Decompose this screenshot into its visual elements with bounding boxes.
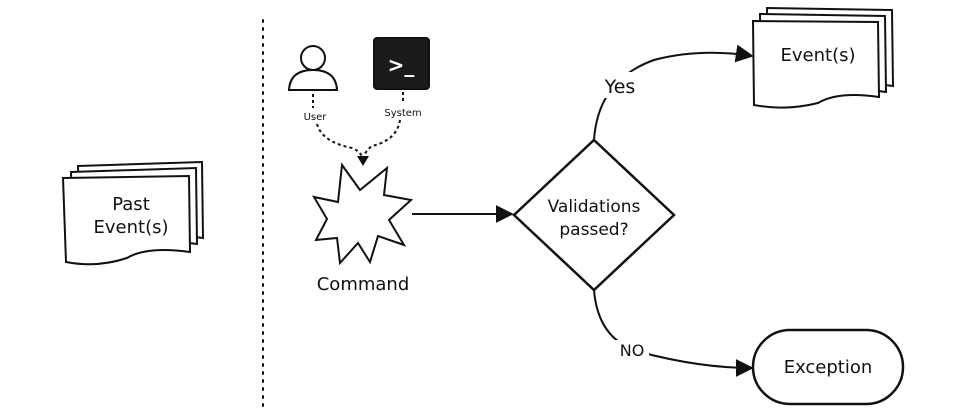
past-events-label-line2: Event(s) — [94, 217, 169, 238]
past-events-document — [61, 160, 205, 266]
events-document — [751, 6, 895, 109]
terminal-glyph: >_ — [388, 53, 415, 77]
actor-connectors — [312, 92, 404, 161]
events-label: Event(s) — [781, 45, 856, 66]
decision-label-line2: passed? — [559, 220, 628, 240]
exception-node — [751, 328, 905, 406]
yes-label-bg — [600, 72, 640, 98]
command-shape — [311, 162, 414, 266]
actor-arrowhead — [357, 156, 369, 166]
exception-label: Exception — [784, 357, 873, 378]
command-label: Command — [317, 274, 410, 295]
terminal-icon: >_ — [373, 37, 430, 90]
no-label-bg — [615, 340, 649, 360]
yes-label: Yes — [604, 76, 636, 98]
user-label: User — [304, 112, 328, 123]
system-label: System — [384, 108, 421, 119]
user-icon — [287, 45, 339, 91]
decision-label-line1: Validations — [548, 197, 641, 217]
yes-branch-arrow — [593, 44, 754, 141]
past-events-label-line1: Past — [112, 194, 150, 215]
no-label: NO — [620, 341, 645, 360]
